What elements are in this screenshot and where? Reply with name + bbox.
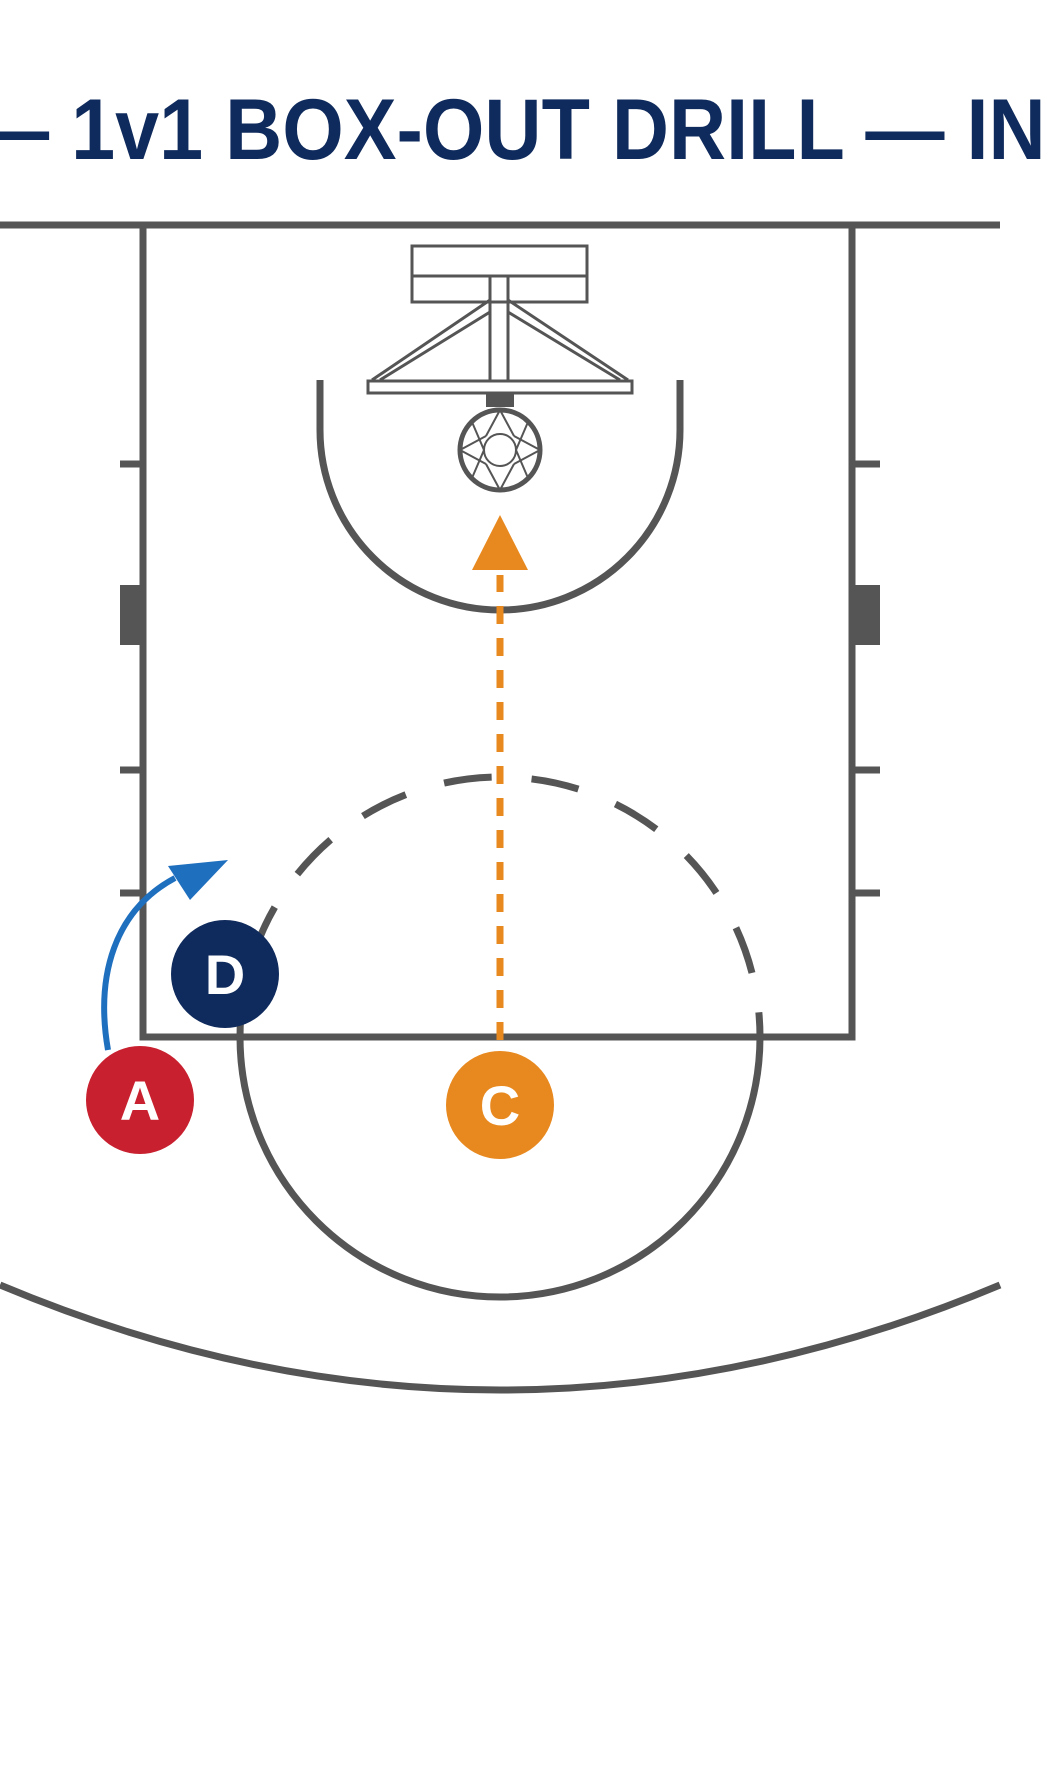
drill-title: — 1v1 BOX-OUT DRILL — IN: [0, 82, 1046, 178]
basketball-hoop-icon: [457, 407, 543, 493]
court-diagram: D A C: [0, 221, 1002, 1394]
player-a-marker[interactable]: A: [86, 1046, 194, 1154]
basketball-backboard-icon: [366, 244, 634, 407]
player-d-label: D: [205, 943, 245, 1006]
shot-path-arrowhead: [472, 515, 528, 570]
lane-hash-marks-left: [120, 460, 143, 897]
lane-block-left: [120, 585, 143, 645]
lane-hash-marks-right: [852, 460, 880, 897]
player-d-marker[interactable]: D: [171, 920, 279, 1028]
player-a-movement-path: [101, 875, 177, 1051]
title-bar: — 1v1 BOX-OUT DRILL — IN: [0, 70, 1046, 190]
free-throw-circle-solid: [236, 1036, 764, 1301]
free-throw-circle-dashed: [236, 773, 764, 1038]
player-c-marker[interactable]: C: [446, 1051, 554, 1159]
player-a-label: A: [120, 1069, 160, 1132]
player-c-label: C: [480, 1074, 520, 1137]
paint-lane: [139, 221, 856, 1041]
player-a-movement-arrowhead: [168, 860, 228, 900]
lane-block-right: [852, 585, 880, 645]
three-point-arc: [0, 1281, 1002, 1394]
